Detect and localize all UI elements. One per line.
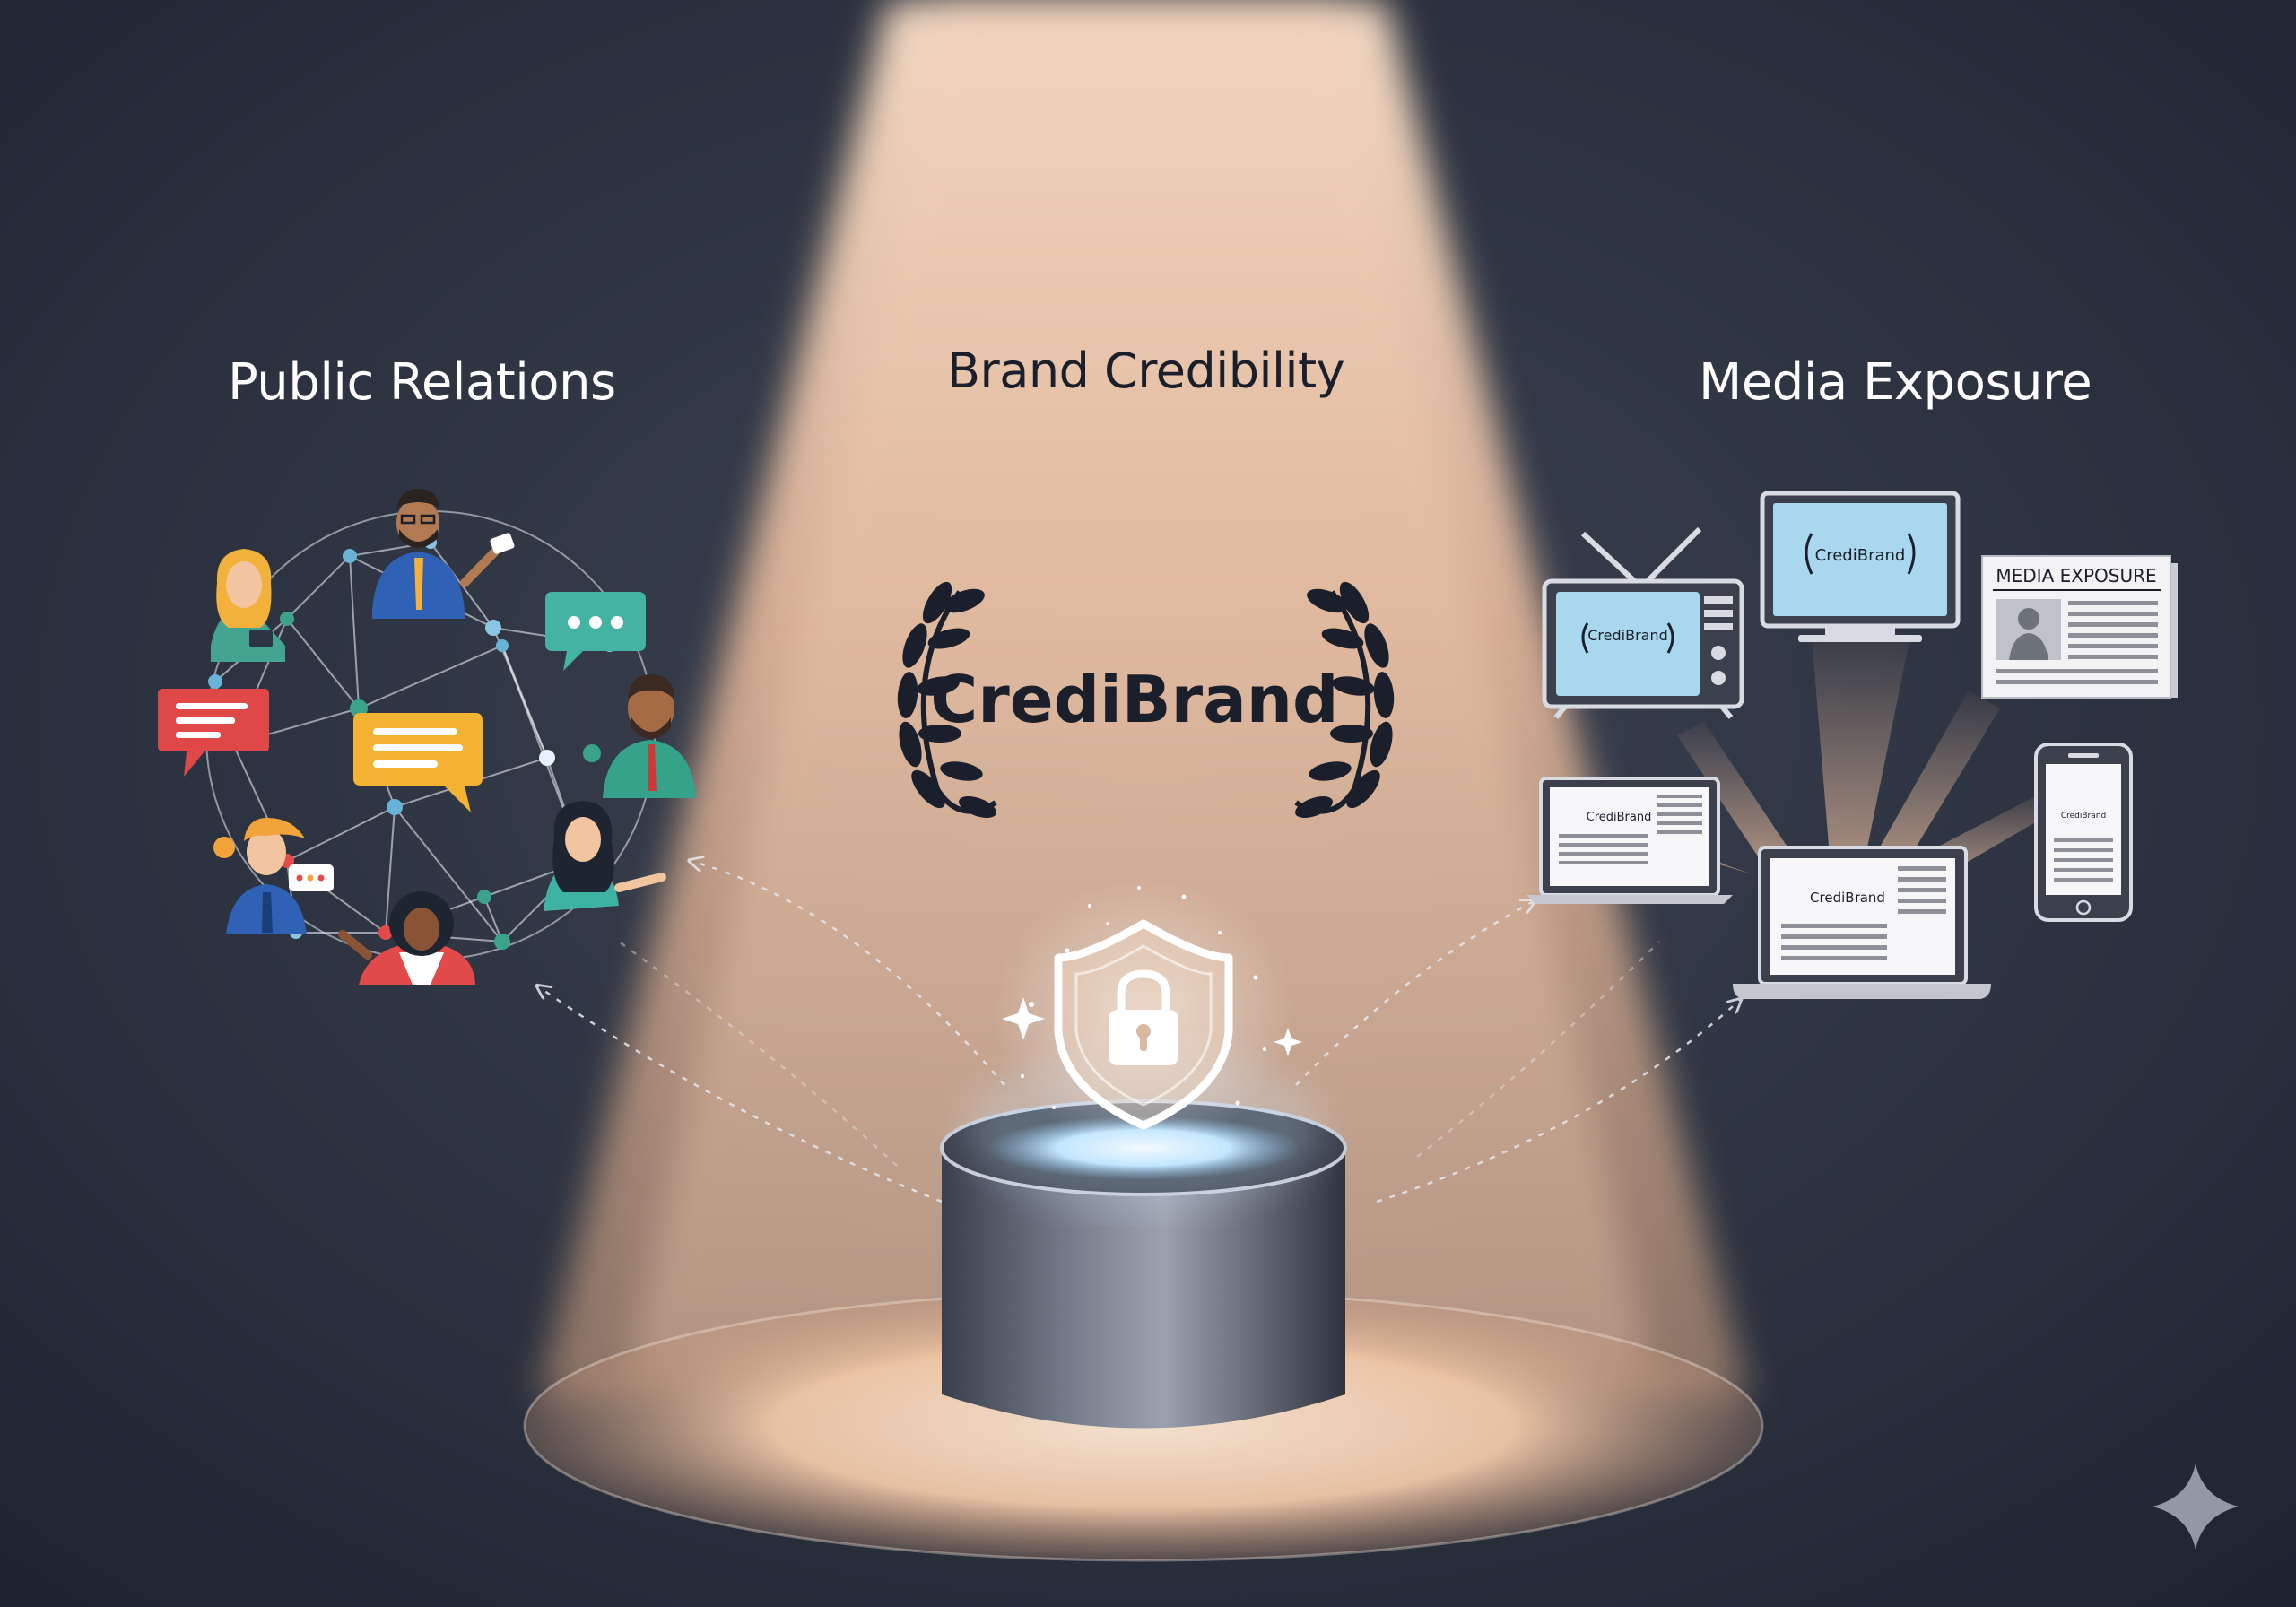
label-media-exposure: Media Exposure [1699,353,2092,412]
phone-icon: CrediBrand [2034,743,2133,922]
small-laptop-brand-text: CrediBrand [1587,811,1652,824]
phone-brand-text: CrediBrand [2061,812,2106,821]
connection-arrows [538,861,1740,1203]
tv-brand-text: CrediBrand [1587,627,1668,644]
media-exposure-devices: CrediBrand CrediBrand MEDIA EXPOSURE [1526,491,2178,999]
chat-bubble-yellow-icon [353,713,483,812]
label-brand-credibility: Brand Credibility [947,343,1345,399]
laurel-left [897,581,997,819]
laurel-right [1294,581,1395,819]
monitor-brand-text: CrediBrand [1815,546,1906,565]
rating-badge-icon [289,864,334,891]
label-public-relations: Public Relations [228,353,616,412]
large-laptop-icon: CrediBrand [1733,846,1991,999]
large-laptop-brand-text: CrediBrand [1810,890,1885,906]
arrow-to-media-lower [1376,1000,1740,1203]
newspaper-headline: MEDIA EXPOSURE [1996,565,2156,586]
newspaper-icon: MEDIA EXPOSURE [1981,555,2178,699]
shield-lock-icon [991,879,1302,1148]
credibrand-logo: CrediBrand [897,581,1395,819]
tv-icon: CrediBrand [1542,526,1744,719]
avatar-man-blonde [226,818,334,934]
avatar-man-beard [603,674,696,798]
chat-bubble-red-icon [158,689,269,777]
avatar-woman-blonde [211,549,285,662]
avatar-man-glasses [372,489,515,619]
chat-bubble-teal-icon [545,592,646,671]
monitor-icon: CrediBrand [1760,491,1961,642]
avatar-woman-curly [338,891,475,985]
logo-text: CrediBrand [930,662,1338,737]
arrow-to-media-upper [1295,901,1534,1086]
sparkle-icon [2152,1464,2239,1550]
spotlight-beam [538,0,1749,1399]
avatar-woman-dark-hair [544,801,666,911]
small-laptop-icon: CrediBrand [1526,777,1733,904]
public-relations-network [158,489,696,985]
